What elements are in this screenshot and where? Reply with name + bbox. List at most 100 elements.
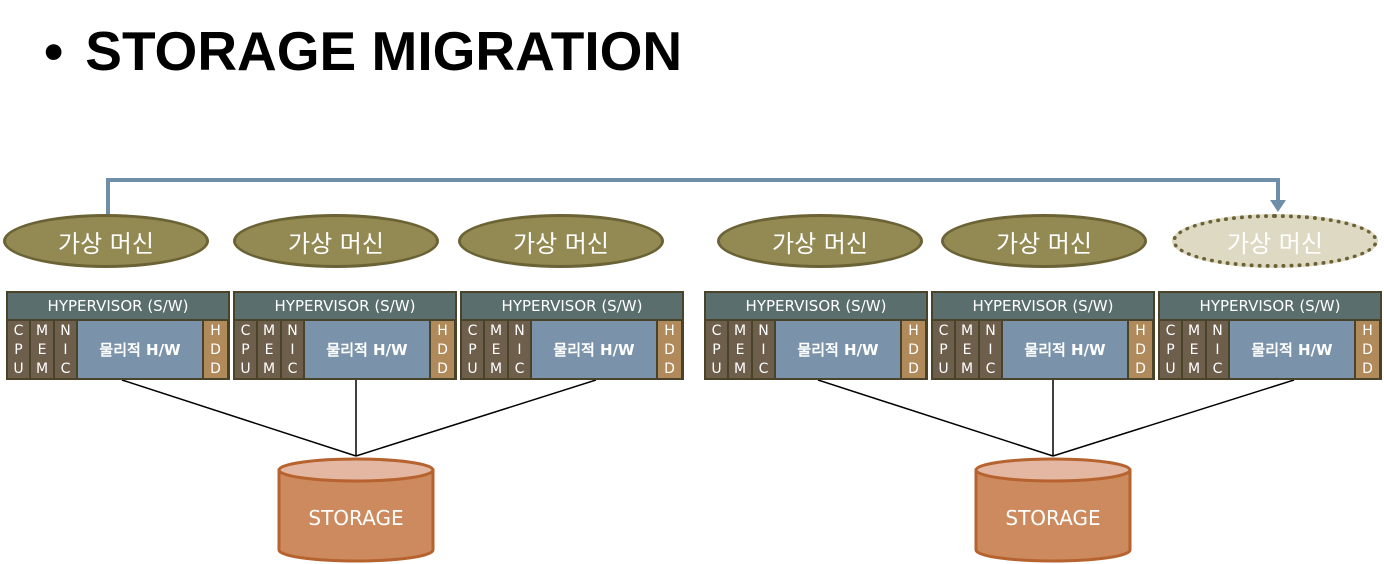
vm-label: 가상 머신 bbox=[1227, 229, 1323, 258]
vm-ellipse-1: 가상 머신 bbox=[3, 214, 209, 268]
chip-letter: D bbox=[908, 360, 919, 377]
chip-letter: M bbox=[35, 360, 49, 377]
chip-letter: M bbox=[489, 322, 503, 339]
hypervisor-bar: HYPERVISOR (S/W) bbox=[8, 293, 228, 319]
chip-letter: D bbox=[437, 360, 448, 377]
chip-letter: E bbox=[37, 341, 47, 358]
chip-letter: M bbox=[262, 360, 276, 377]
chip-letter: D bbox=[664, 341, 675, 358]
chip-letter: D bbox=[908, 341, 919, 358]
chip-letter: I bbox=[988, 341, 993, 358]
chip-letter: I bbox=[290, 341, 295, 358]
chip-letter: P bbox=[1166, 341, 1175, 358]
chip-letter: P bbox=[14, 341, 23, 358]
chip-letter: M bbox=[35, 322, 49, 339]
physical-hw-block: 물리적 H/W bbox=[1230, 321, 1354, 378]
hypervisor-bar: HYPERVISOR (S/W) bbox=[933, 293, 1153, 319]
chip-letter: D bbox=[210, 341, 221, 358]
chip-letter: M bbox=[1187, 322, 1201, 339]
chip-letter: D bbox=[1362, 341, 1373, 358]
vm-label: 가상 머신 bbox=[772, 229, 868, 258]
chip-letter: C bbox=[1212, 360, 1223, 377]
chip-letter: C bbox=[514, 360, 525, 377]
chip-letter: N bbox=[985, 322, 996, 339]
storage-link bbox=[355, 379, 597, 457]
chip-letter: U bbox=[13, 360, 24, 377]
hypervisor-bar: HYPERVISOR (S/W) bbox=[462, 293, 682, 319]
chip-letter: I bbox=[517, 341, 522, 358]
vm-label: 가상 머신 bbox=[288, 229, 384, 258]
chip-letter: D bbox=[1135, 360, 1146, 377]
chip-letter: C bbox=[13, 322, 24, 339]
chip-letter: H bbox=[908, 322, 919, 339]
chip-letter: C bbox=[985, 360, 996, 377]
physical-hw-block: 물리적 H/W bbox=[305, 321, 429, 378]
chip-letter: E bbox=[264, 341, 274, 358]
chip-letter: H bbox=[437, 322, 448, 339]
chip-letter: D bbox=[664, 360, 675, 377]
hypervisor-bar: HYPERVISOR (S/W) bbox=[706, 293, 926, 319]
chip-letter: D bbox=[210, 360, 221, 377]
chip-letter: C bbox=[711, 322, 722, 339]
chip-letter: E bbox=[1189, 341, 1199, 358]
chip-letter: D bbox=[1362, 360, 1373, 377]
chip-letter: I bbox=[761, 341, 766, 358]
chip-letter: U bbox=[938, 360, 949, 377]
storage-cylinder bbox=[974, 457, 1132, 563]
physical-hw-block: 물리적 H/W bbox=[532, 321, 656, 378]
chip-letter: I bbox=[63, 341, 68, 358]
migration-arrow-head bbox=[1270, 200, 1286, 212]
chip-letter: H bbox=[1135, 322, 1146, 339]
storage-link bbox=[817, 379, 1054, 457]
chip-letter: M bbox=[262, 322, 276, 339]
storage-link bbox=[1052, 379, 1295, 457]
chip-letter: U bbox=[467, 360, 478, 377]
vm-label: 가상 머신 bbox=[513, 229, 609, 258]
chip-letter: H bbox=[1362, 322, 1373, 339]
chip-letter: E bbox=[962, 341, 972, 358]
chip-letter: P bbox=[939, 341, 948, 358]
chip-letter: M bbox=[489, 360, 503, 377]
chip-letter: E bbox=[735, 341, 745, 358]
storage-cylinder bbox=[277, 457, 435, 563]
vm-ellipse-5: 가상 머신 bbox=[941, 214, 1147, 268]
chip-letter: N bbox=[287, 322, 298, 339]
chip-letter: U bbox=[240, 360, 251, 377]
title-bullet: • bbox=[44, 20, 64, 82]
chip-letter: C bbox=[60, 360, 71, 377]
chip-letter: C bbox=[1165, 322, 1176, 339]
vm-ellipse-2: 가상 머신 bbox=[233, 214, 439, 268]
chip-letter: C bbox=[467, 322, 478, 339]
chip-letter: C bbox=[287, 360, 298, 377]
chip-letter: N bbox=[514, 322, 525, 339]
chip-letter: U bbox=[711, 360, 722, 377]
storage-label: STORAGE bbox=[308, 506, 404, 530]
chip-letter: M bbox=[733, 322, 747, 339]
hypervisor-bar: HYPERVISOR (S/W) bbox=[235, 293, 455, 319]
storage-label: STORAGE bbox=[1005, 506, 1101, 530]
chip-letter: M bbox=[960, 360, 974, 377]
chip-letter: C bbox=[240, 322, 251, 339]
vm-ellipse-migrated: 가상 머신 bbox=[1172, 214, 1378, 268]
vm-ellipse-4: 가상 머신 bbox=[717, 214, 923, 268]
physical-hw-block: 물리적 H/W bbox=[1003, 321, 1127, 378]
